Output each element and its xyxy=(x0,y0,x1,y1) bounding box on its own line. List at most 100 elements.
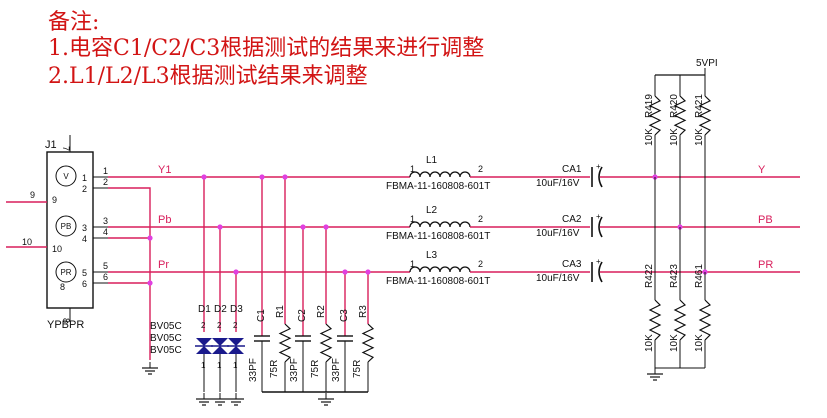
capacitor-c3 xyxy=(337,335,353,392)
coupling-cap-polarity: + xyxy=(596,162,601,171)
ground-symbol xyxy=(142,362,158,375)
connector-ref: J1 xyxy=(45,139,57,151)
inductor-pin: 2 xyxy=(478,214,483,224)
connector-pin-inner: 9 xyxy=(52,195,57,205)
coupling-cap-polarity: + xyxy=(596,212,601,221)
inductor-ref: L2 xyxy=(426,205,438,216)
diode-d1 xyxy=(195,338,213,354)
pulldown-value: 10K xyxy=(669,334,680,352)
resistor-ref: R3 xyxy=(358,305,369,318)
diode-d3 xyxy=(227,338,245,354)
resistor-r421 xyxy=(698,95,712,136)
connector-jack-label: V xyxy=(63,172,69,181)
inductor-ref: L1 xyxy=(426,155,438,166)
connector-pin-num: 7 xyxy=(61,146,71,151)
diode-part: BV05C xyxy=(150,321,182,332)
coupling-cap-polarity: + xyxy=(596,257,601,266)
capacitor-c2 xyxy=(295,335,311,392)
inductor-l1 xyxy=(409,171,471,178)
coupling-cap-value: 10uF/16V xyxy=(536,178,580,189)
resistor-value: 75R xyxy=(310,360,321,378)
resistor-ref: R2 xyxy=(316,305,327,318)
diode-pin: 1 xyxy=(233,361,238,370)
inductor-part: FBMA-11-160808-601T xyxy=(386,276,490,287)
connector-name: YPBPR xyxy=(47,319,84,331)
signal-label-in: Pb xyxy=(158,214,171,226)
inductor-l3 xyxy=(409,266,471,273)
junction-dot xyxy=(259,174,265,180)
connector-pin-inner: 2 xyxy=(82,184,87,194)
note-line-1: 1.电容C1/C2/C3根据测试的结果来进行调整 xyxy=(48,36,485,61)
capacitor-value: 33PF xyxy=(331,358,342,382)
ground-symbol xyxy=(228,393,244,406)
pullup-value: 10K xyxy=(669,128,680,146)
ground-symbol xyxy=(318,393,334,406)
ground-symbol xyxy=(212,393,228,406)
capacitor-value: 33PF xyxy=(289,358,300,382)
connector-jack-pb xyxy=(55,215,77,237)
diode-pin: 2 xyxy=(217,321,222,330)
signal-label-out: PR xyxy=(758,259,773,271)
coupling-cap-ref: CA3 xyxy=(562,259,582,270)
signal-label-out: Y xyxy=(758,164,766,176)
resistor-r2 xyxy=(319,323,333,363)
connector-pin-inner: 6 xyxy=(82,279,87,289)
connector-pin-num: 1 xyxy=(103,166,108,176)
signal-label-in: Pr xyxy=(158,259,169,271)
ground-symbol xyxy=(196,393,212,406)
connector-pin-inner: 5 xyxy=(82,268,87,278)
connector-pin-num: 10 xyxy=(22,237,32,247)
supply-label: 5VPI xyxy=(696,58,718,69)
pulldown-ref: R422 xyxy=(644,264,655,288)
junction-dot xyxy=(217,224,223,230)
pulldown-ref: R423 xyxy=(669,264,680,288)
connector-jack-v xyxy=(55,165,77,187)
wire-gnd-bus xyxy=(108,187,151,360)
diode-part: BV05C xyxy=(150,345,182,356)
connector-jack-label: PB xyxy=(61,222,72,231)
pullup-value: 10K xyxy=(694,128,705,146)
inductor-part: FBMA-11-160808-601T xyxy=(386,231,490,242)
connector-pin-inner: 1 xyxy=(82,173,87,183)
pullup-ref: R419 xyxy=(644,94,655,118)
junction-dot xyxy=(282,174,288,180)
junction-dot xyxy=(147,235,153,241)
resistor-r1 xyxy=(278,323,292,363)
ground-symbol xyxy=(647,368,663,381)
coupling-cap-ca1 xyxy=(591,166,603,188)
capacitor-ref: C1 xyxy=(256,309,267,322)
inductor-pin: 1 xyxy=(410,164,415,174)
connector-pin-num: 5 xyxy=(103,261,108,271)
junction-dot xyxy=(365,269,371,275)
coupling-cap-ref: CA2 xyxy=(562,214,582,225)
junction-dot xyxy=(201,174,207,180)
connector-pin-num: 8 xyxy=(61,318,71,323)
coupling-cap-ref: CA1 xyxy=(562,164,582,175)
diode-ref: D2 xyxy=(214,304,227,315)
diode-d2 xyxy=(211,338,229,354)
note-title: 备注: xyxy=(48,10,100,35)
note-line-2: 2.L1/L2/L3根据测试结果来调整 xyxy=(48,64,368,89)
pulldown-value: 10K xyxy=(694,334,705,352)
coupling-cap-value: 10uF/16V xyxy=(536,273,580,284)
junction-dot xyxy=(147,280,153,286)
pulldown-ref: R461 xyxy=(694,264,705,288)
resistor-r461 xyxy=(698,299,712,341)
diode-pin: 2 xyxy=(201,321,206,330)
connector-pin-num: 2 xyxy=(103,177,108,187)
junction-dot xyxy=(323,224,329,230)
inductor-l2 xyxy=(409,221,471,228)
inductor-pin: 2 xyxy=(478,259,483,269)
diode-ref: D3 xyxy=(230,304,243,315)
coupling-cap-value: 10uF/16V xyxy=(536,228,580,239)
diode-pin: 1 xyxy=(201,361,206,370)
resistor-r3 xyxy=(361,323,375,363)
resistor-r422 xyxy=(648,299,662,341)
inductor-pin: 1 xyxy=(410,259,415,269)
capacitor-ref: C2 xyxy=(297,309,308,322)
inductor-pin: 1 xyxy=(410,214,415,224)
connector-pin-num: 4 xyxy=(103,227,108,237)
connector-pin-inner: 10 xyxy=(52,244,62,254)
connector-pin-inner: 4 xyxy=(82,234,87,244)
